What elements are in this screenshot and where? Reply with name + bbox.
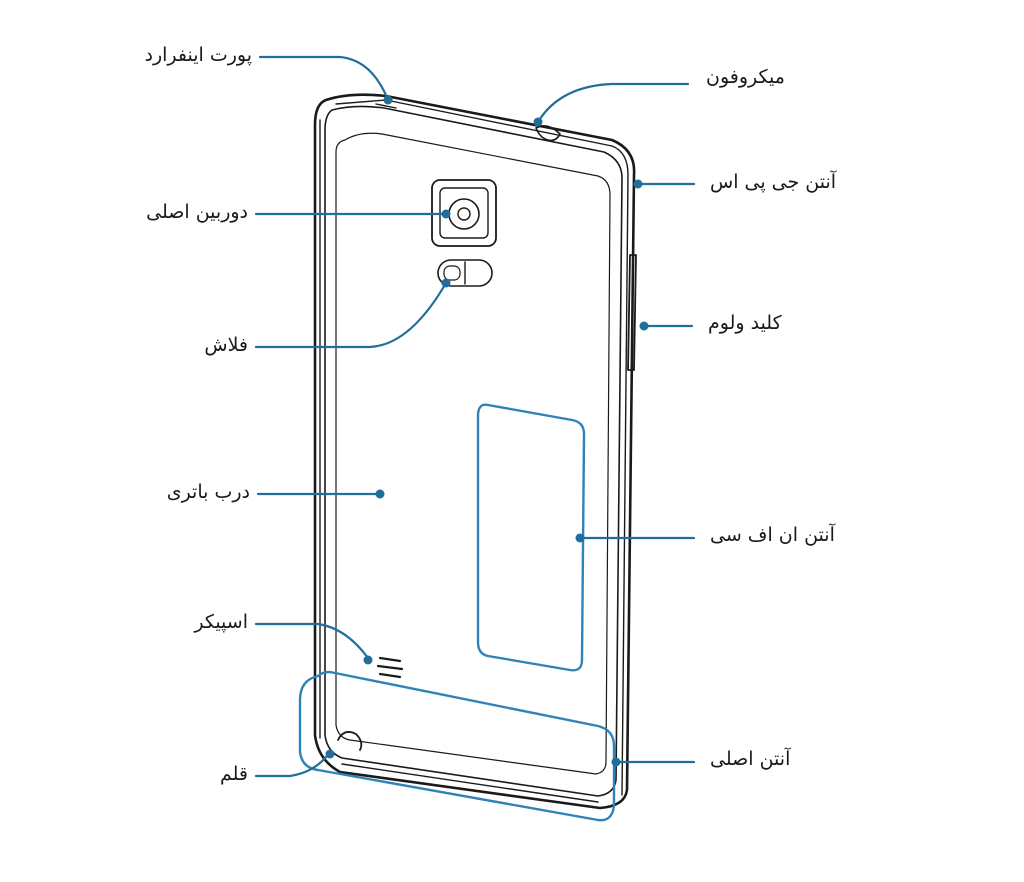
- speaker-grill-line: [378, 656, 402, 663]
- label-gps-antenna: آنتن جی پی اس: [710, 171, 837, 193]
- callout-dot: [383, 95, 393, 105]
- callout-dots: [325, 95, 649, 767]
- phone-body: [298, 93, 637, 822]
- label-main-camera: دوربین اصلی: [146, 201, 248, 223]
- callout-dot: [325, 749, 335, 759]
- speaker-grill: [376, 656, 404, 679]
- callout-dot: [533, 117, 543, 127]
- flash-led: [443, 265, 461, 281]
- label-nfc-antenna: آنتن ان اف سی: [710, 524, 835, 546]
- speaker-grill-line: [376, 664, 404, 671]
- callout-ir-port-line: [258, 55, 390, 102]
- back-cover-panel: [335, 132, 611, 775]
- callout-dot: [375, 489, 385, 499]
- pen-slot: [337, 731, 363, 751]
- callout-dot: [639, 321, 649, 331]
- ir-port-slot: [375, 103, 397, 109]
- callout-dot: [611, 757, 621, 767]
- flash-shape: [437, 259, 493, 287]
- microphone-notch: [535, 125, 561, 142]
- callout-lines: [254, 55, 696, 778]
- callout-speaker-line: [254, 622, 370, 660]
- main-antenna-region: [298, 670, 616, 822]
- label-pen: قلم: [219, 763, 248, 785]
- speaker-grill-line: [378, 672, 402, 679]
- callout-dot: [363, 655, 373, 665]
- label-battery-cover: درب باتری: [166, 481, 250, 503]
- label-volume-key: کلید ولوم: [708, 312, 782, 334]
- camera-lens-inner: [457, 207, 471, 221]
- label-main-antenna: آنتن اصلی: [710, 748, 791, 770]
- label-microphone: میکروفون: [706, 66, 785, 88]
- volume-key-shape: [627, 254, 637, 371]
- phone-right-edge: [611, 145, 629, 796]
- phone-bottom-edge: [341, 763, 599, 803]
- label-speaker: اسپیکر: [194, 611, 248, 633]
- callout-dot: [575, 533, 585, 543]
- label-flash: فلاش: [204, 334, 248, 356]
- nfc-antenna-area: [476, 403, 586, 672]
- phone-inner-rim: [324, 105, 623, 797]
- label-ir-port: پورت اینفرارد: [144, 44, 252, 66]
- callout-flash-line: [254, 281, 448, 349]
- callout-microphone-line: [536, 82, 690, 124]
- callout-pen-line: [254, 750, 332, 778]
- callout-dot: [441, 209, 451, 219]
- camera-lens-outer: [448, 198, 480, 230]
- callout-dot: [441, 278, 451, 288]
- callout-dot: [633, 179, 643, 189]
